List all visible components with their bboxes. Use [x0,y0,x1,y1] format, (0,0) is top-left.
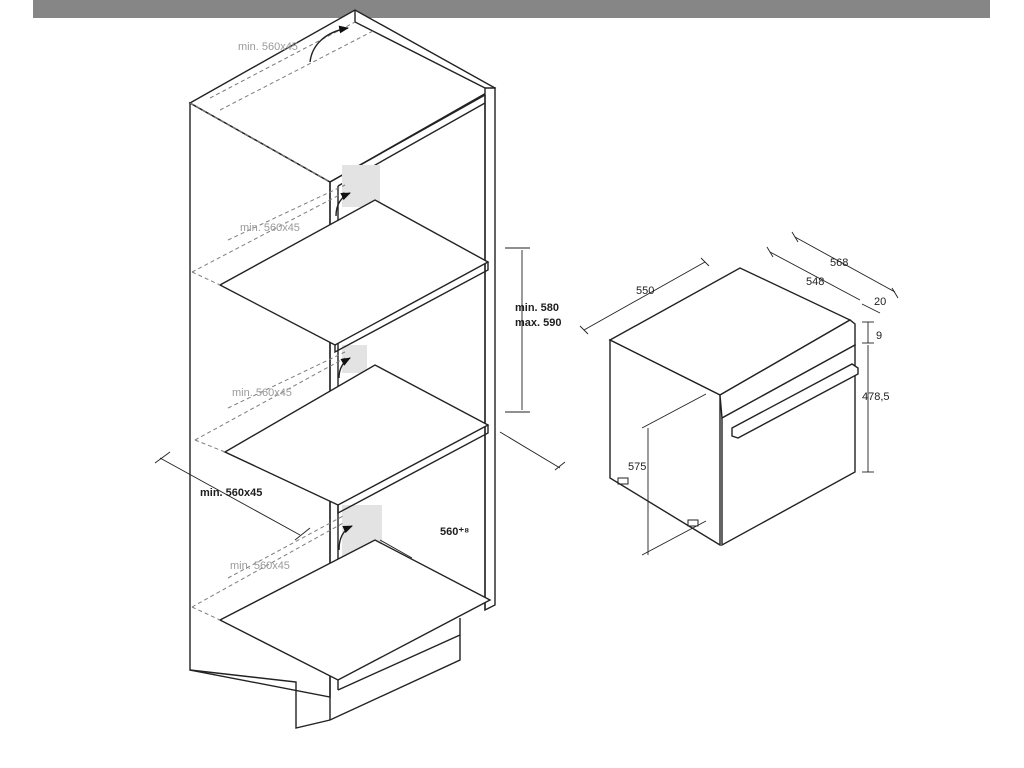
top-band [33,0,990,18]
oven-control-strip [719,319,856,420]
label-oven-front-height: 478,5 [862,391,890,403]
cabinet-right-panel [484,87,496,612]
oven-door [721,343,856,547]
airflow-arrow-top [309,25,349,63]
label-vent-top: min. 560x45 [238,41,298,53]
oven-foot-right [687,519,699,527]
label-oven-total-depth: 568 [830,257,848,269]
shelf-bottom [218,539,492,681]
oven-foot-left [617,477,629,485]
label-niche-width: 560⁺⁸ [440,526,469,538]
label-vent-bottom: min. 560x45 [230,560,290,572]
label-oven-width: 550 [636,285,654,297]
dim-line-oven-total-depth [794,236,896,293]
vent-strip-middle [342,345,367,373]
label-oven-top-offset: 9 [876,330,882,342]
oven-side-face [609,338,721,547]
airflow-arrow-middle [338,357,351,379]
tall-cabinet [188,9,497,729]
dim-line-oven-front-thickness [861,303,881,314]
dim-line-oven-body-depth [769,251,861,301]
built-in-oven [608,267,859,547]
label-depth-opening: min. 560x45 [200,487,262,499]
airflow-arrow-bottom [338,525,353,551]
dim-line-niche-width [499,431,561,469]
label-oven-body-depth: 548 [806,276,824,288]
dim-line-depth-opening [159,457,301,536]
oven-door-handle [731,363,859,439]
label-oven-front-thickness: 20 [874,296,886,308]
label-vent-middle: min. 560x45 [232,387,292,399]
label-vent-upper: min. 560x45 [240,222,300,234]
label-niche-height-max: max. 590 [515,317,561,329]
dim-line-oven-width [583,261,706,331]
cabinet-plinth [189,618,461,729]
label-oven-body-height: 575 [628,461,646,473]
airflow-arrow-upper [335,192,351,217]
label-niche-height-min: min. 580 [515,302,559,314]
